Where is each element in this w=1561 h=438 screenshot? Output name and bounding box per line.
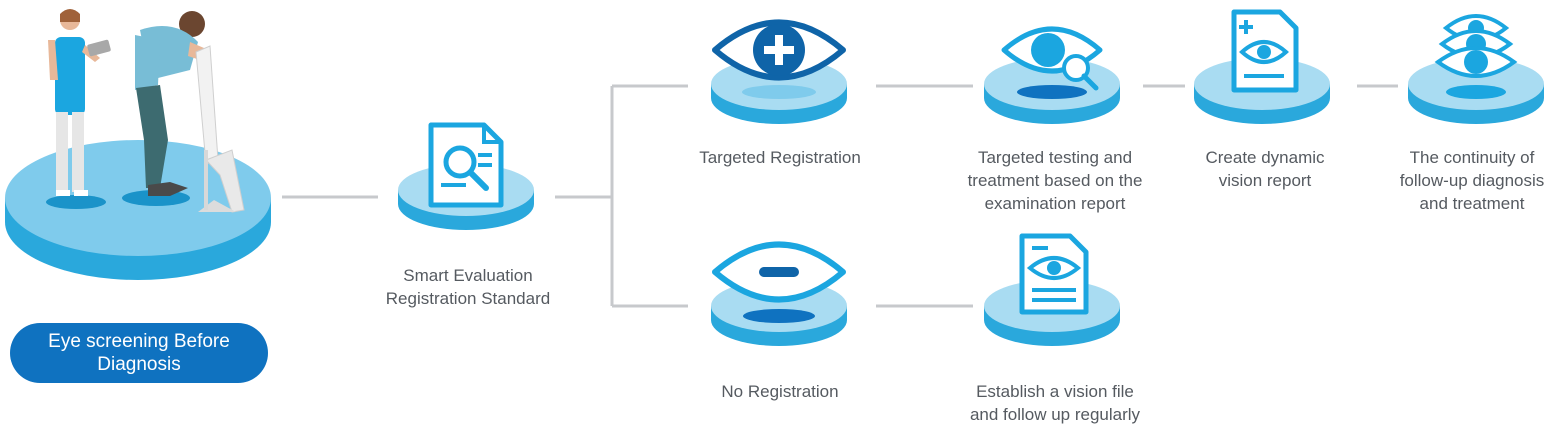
- document-magnifier-icon: [428, 122, 504, 208]
- start-step-badge: Eye screening Before Diagnosis: [10, 323, 268, 383]
- step-label-continuity: The continuity of follow-up diagnosis an…: [1399, 148, 1545, 213]
- step-label-vision-file: Establish a vision file and follow up re…: [969, 382, 1141, 424]
- document-eye-icon: [1019, 233, 1089, 315]
- nurse-figure: [46, 9, 111, 209]
- screening-device: [195, 45, 245, 213]
- step-label-targeted-testing: Targeted testing and treatment based on …: [967, 148, 1143, 213]
- step-label-dynamic-report: Create dynamic vision report: [1205, 148, 1325, 190]
- step-label-no-registration: No Registration: [721, 382, 839, 401]
- platform-continuity: [1408, 58, 1544, 124]
- patient-figure: [122, 11, 205, 206]
- screening-scene-illustration: [5, 9, 271, 280]
- step-label-targeted-registration: Targeted Registration: [699, 148, 861, 167]
- medical-report-eye-icon: [1231, 9, 1299, 93]
- eye-magnifier-icon: [1001, 26, 1103, 91]
- platform-targeted-registration: [711, 58, 847, 124]
- step-label-evaluation: Smart Evaluation Registration Standard: [385, 266, 551, 308]
- stacked-eyes-icon: [1434, 14, 1518, 78]
- platform-no-registration: [711, 280, 847, 346]
- eye-plus-icon: [712, 19, 846, 81]
- eye-minus-icon: [712, 241, 846, 303]
- platform-targeted-testing: [984, 58, 1120, 124]
- connector-lines: [282, 84, 1398, 308]
